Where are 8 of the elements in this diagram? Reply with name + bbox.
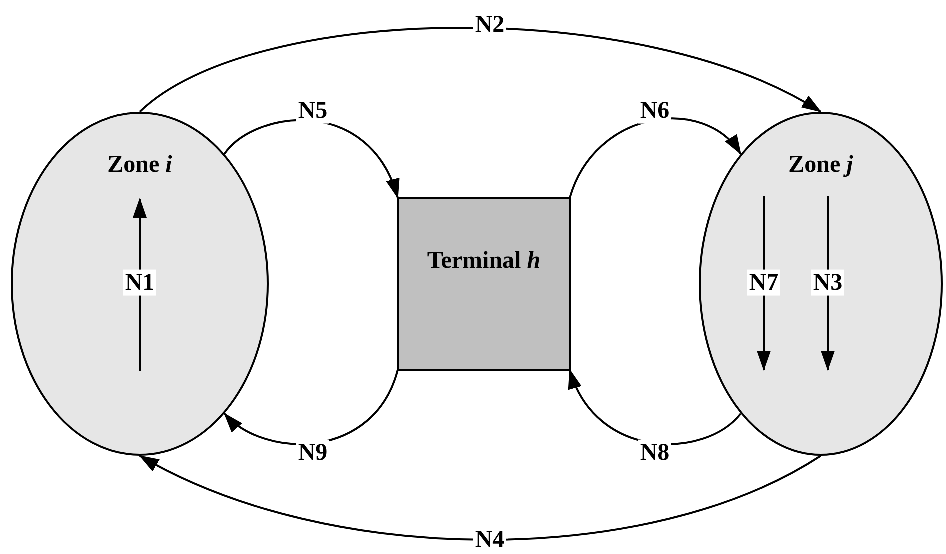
flow-label: N7: [747, 270, 781, 296]
curved-arrow: [139, 455, 822, 541]
flow-label: N1: [123, 270, 157, 296]
curved-arrow: [139, 27, 822, 113]
node-label: Terminal h: [426, 247, 542, 276]
node-label: Zone i: [106, 151, 174, 180]
flow-label: N3: [811, 270, 845, 296]
node-label: Zone j: [788, 151, 854, 180]
